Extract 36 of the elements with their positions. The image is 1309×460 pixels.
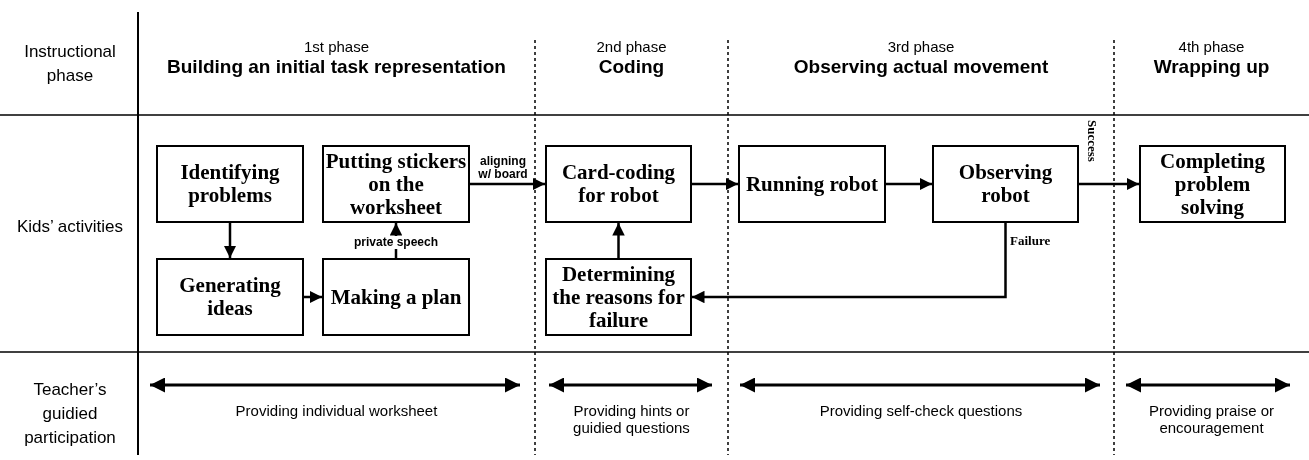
activity-box: Card-coding for robot [545,145,692,223]
activity-box: Observing robot [932,145,1079,223]
teacher-activity-text: Providing hints or guidied questions [572,402,691,436]
phase-number: 3rd phase [886,38,956,55]
activity-box: Completing problem solving [1139,145,1286,223]
arrow [692,223,1007,304]
edge-label: Success [1086,120,1099,162]
phase-title: Coding [597,56,666,78]
activity-box: Generating ideas [156,258,304,336]
arrow [1079,177,1139,191]
phase-title: Observing actual movement [792,56,1050,78]
row-heading: Teacher’s guidied participation [23,379,117,449]
activity-box: Running robot [738,145,886,223]
teacher-activity-text: Providing self-check questions [818,402,1024,419]
arrow [304,290,322,304]
phase-number: 1st phase [302,38,370,55]
phase-title: Wrapping up [1152,56,1271,78]
teacher-activity-text: Providing praise or encouragement [1147,402,1276,436]
row-heading: Instructional phase [23,41,117,87]
teacher-activity-text: Providing individual worksheet [234,402,439,419]
arrow [692,177,738,191]
arrow [886,177,932,191]
edge-label: private speech [354,236,438,249]
activity-box: Putting stickers on the worksheet [322,145,470,223]
edge-label: Failure [1010,234,1051,247]
edge-label: aligning w/ board [477,155,529,181]
activity-box: Making a plan [322,258,470,336]
arrow [612,223,625,258]
activity-box: Identifying problems [156,145,304,223]
phase-number: 4th phase [1177,38,1246,55]
activity-box: Determining the reasons for failure [545,258,692,336]
row-heading: Kids’ activities [15,216,125,238]
phase-title: Building an initial task representation [166,56,507,78]
phase-number: 2nd phase [595,38,668,55]
arrow [470,177,545,191]
arrow [223,223,237,258]
